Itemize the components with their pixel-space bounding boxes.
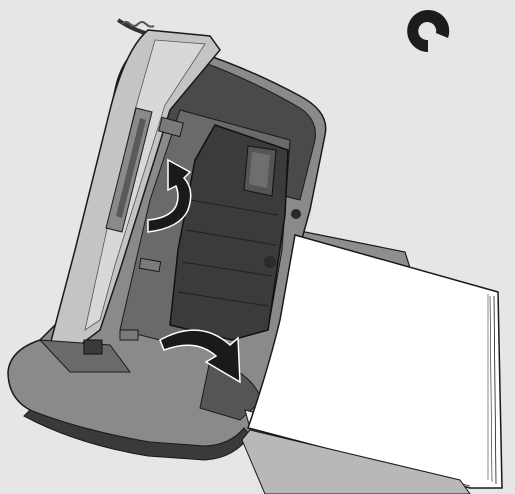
step-marker-icon	[407, 10, 450, 52]
printer-body	[7, 29, 327, 461]
curved-right-arrow-icon	[159, 329, 241, 384]
rotate-upward-arrow-icon	[147, 158, 192, 233]
paper-stack	[244, 234, 503, 489]
output-tray	[241, 429, 471, 494]
